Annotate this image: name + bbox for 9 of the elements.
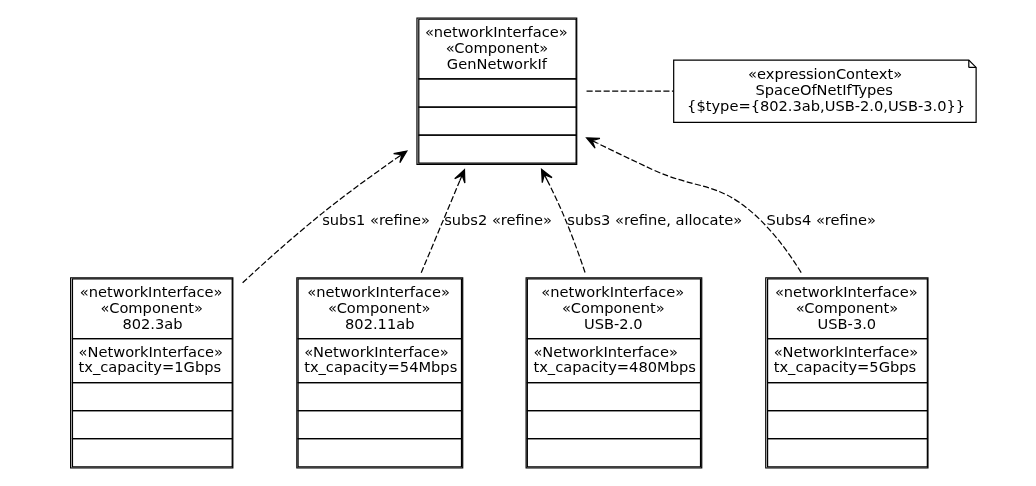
edge-label: subs1 «refine» <box>321 210 430 228</box>
edge-label: subs2 «refine» <box>443 210 552 228</box>
arrow <box>420 169 465 274</box>
arrow <box>585 137 802 274</box>
arrow <box>241 150 407 284</box>
edge-label: Subs4 «refine» <box>766 210 876 228</box>
connector <box>585 90 674 92</box>
arrow <box>540 168 586 274</box>
edge-label: subs3 «refine, allocate» <box>566 210 742 228</box>
